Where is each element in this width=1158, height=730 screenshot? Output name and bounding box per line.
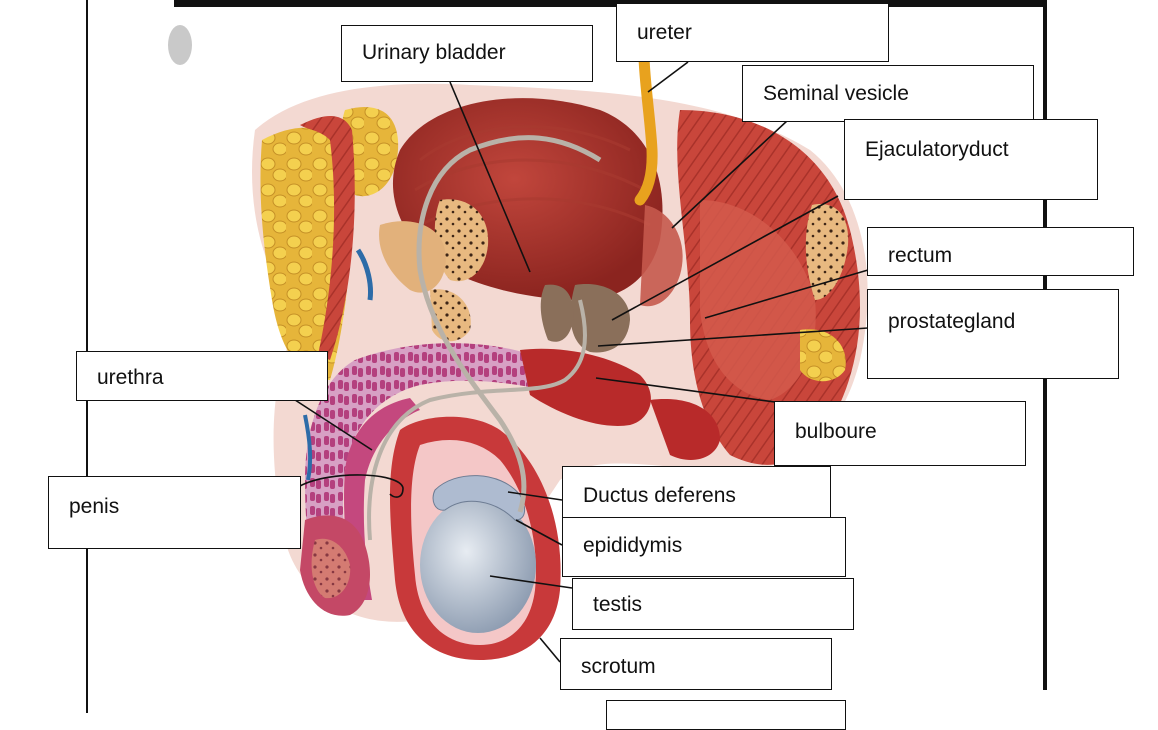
label-seminal-vesicle-text: Seminal vesicle — [763, 82, 909, 105]
label-penis-text: penis — [69, 495, 119, 518]
label-prostate-gland[interactable]: prostategland — [867, 289, 1119, 379]
label-ejaculatory-duct-text: Ejaculatoryduct — [865, 138, 1009, 161]
label-ureter[interactable]: ureter — [616, 3, 889, 62]
label-bulbourethral-gland[interactable]: bulboure — [774, 401, 1026, 466]
label-penis[interactable]: penis — [48, 476, 301, 549]
worksheet-page: Urinary bladder ureter Seminal vesicle E… — [0, 0, 1158, 713]
label-urinary-bladder[interactable]: Urinary bladder — [341, 25, 593, 82]
label-epididymis[interactable]: epididymis — [562, 517, 846, 577]
label-seminal-vesicle[interactable]: Seminal vesicle — [742, 65, 1034, 122]
label-scrotum[interactable]: scrotum — [560, 638, 832, 690]
label-empty-box[interactable] — [606, 700, 846, 730]
label-testis[interactable]: testis — [572, 578, 854, 630]
label-urinary-bladder-text: Urinary bladder — [362, 41, 506, 64]
label-urethra-text: urethra — [97, 366, 164, 389]
label-ductus-deferens[interactable]: Ductus deferens — [562, 466, 831, 519]
label-rectum[interactable]: rectum — [867, 227, 1134, 276]
label-scrotum-text: scrotum — [581, 655, 656, 678]
label-ureter-text: ureter — [637, 21, 692, 44]
label-rectum-text: rectum — [888, 244, 952, 267]
label-bulbourethral-gland-text: bulboure — [795, 420, 877, 443]
label-ductus-deferens-text: Ductus deferens — [583, 484, 736, 507]
label-urethra[interactable]: urethra — [76, 351, 328, 401]
label-ejaculatory-duct[interactable]: Ejaculatoryduct — [844, 119, 1098, 200]
label-prostate-gland-text: prostategland — [888, 310, 1015, 333]
label-testis-text: testis — [593, 593, 642, 616]
label-epididymis-text: epididymis — [583, 534, 682, 557]
